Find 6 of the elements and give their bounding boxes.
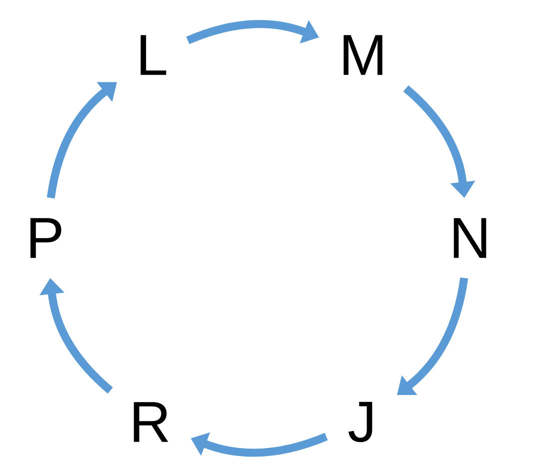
letter-label: R [134, 402, 168, 442]
letter-label: N [454, 218, 486, 258]
letter-label: M [344, 35, 382, 75]
letter-label: P [30, 218, 62, 258]
letter-label: J [348, 402, 372, 442]
letter-label: L [140, 35, 166, 75]
